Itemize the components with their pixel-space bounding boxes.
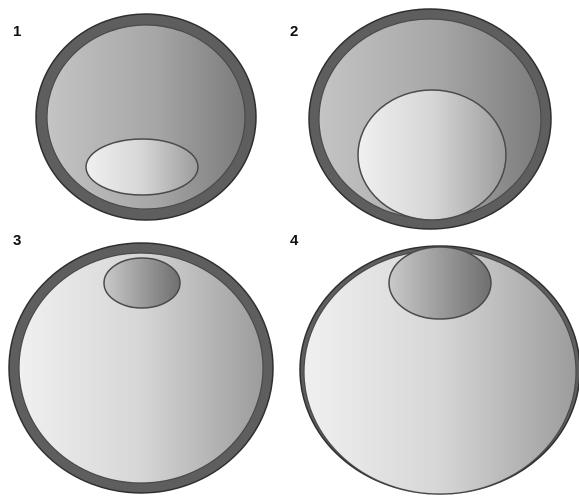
panel-2: 2 <box>290 9 551 229</box>
panel-1-small-body <box>86 139 198 195</box>
panel-number-4: 4 <box>290 232 299 249</box>
panel-4: 4 <box>290 232 579 494</box>
panel-3: 3 <box>9 232 273 493</box>
panel-number-2: 2 <box>290 23 298 40</box>
panel-2-small-body <box>358 90 506 220</box>
panel-3-small-body <box>104 258 180 308</box>
panel-1: 1 <box>13 14 256 220</box>
panel-number-3: 3 <box>13 232 21 249</box>
panel-number-1: 1 <box>13 23 21 40</box>
panel-4-small-body <box>389 247 491 319</box>
